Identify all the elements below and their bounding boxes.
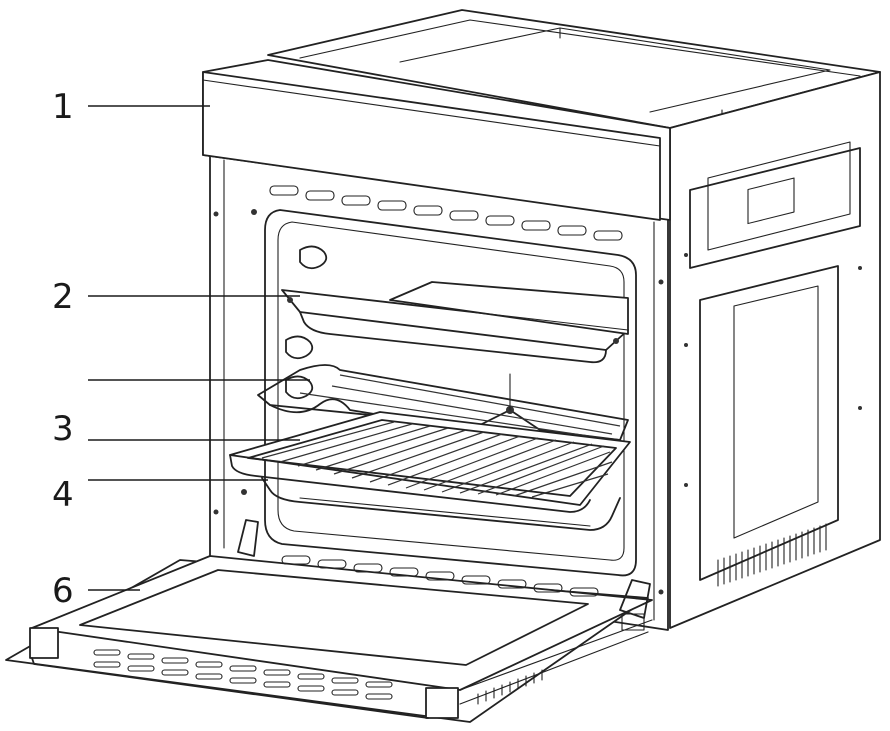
oven-right-side-panel (669, 71, 881, 629)
callout-label-4: 4 (52, 475, 74, 515)
frame-bottom-vents (281, 555, 599, 597)
shelf-supports-left (285, 245, 328, 400)
door-hinges (237, 519, 651, 631)
door-hinge-slots (477, 669, 543, 705)
door-vent-slots (93, 649, 393, 700)
callout-label-3: 3 (52, 409, 74, 449)
callout-label-1: 1 (52, 87, 74, 127)
control-panel (202, 59, 671, 221)
enamel-tray-lower (261, 477, 621, 531)
callout-leaders (88, 105, 310, 591)
wire-grid-lower (229, 411, 631, 513)
cavity-top-vents (269, 185, 623, 241)
baking-tray (281, 281, 629, 364)
side-vent-slots (717, 523, 827, 587)
callout-label-6: 6 (52, 571, 74, 611)
callout-label-2: 2 (52, 277, 74, 317)
oven-top-surface (267, 9, 881, 161)
oven-door (5, 519, 653, 723)
callout-labels: 1 2 3 4 6 (52, 87, 74, 611)
